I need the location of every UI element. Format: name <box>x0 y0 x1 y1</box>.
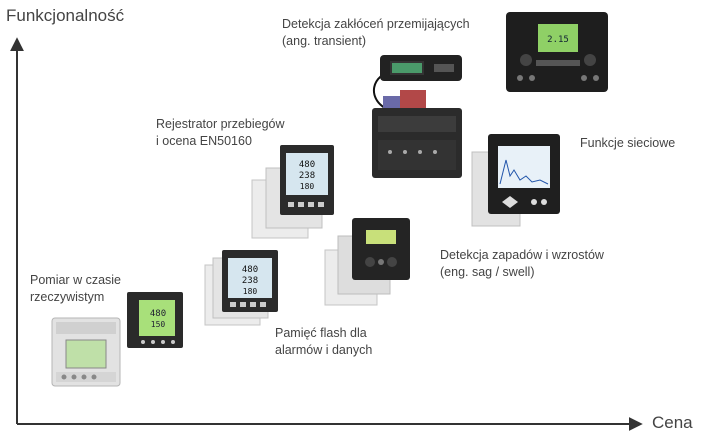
svg-text:150: 150 <box>151 320 166 329</box>
svg-text:238: 238 <box>299 171 315 181</box>
svg-text:180: 180 <box>243 287 258 296</box>
svg-text:2.15: 2.15 <box>547 35 569 45</box>
panel-meter-stack-waveform-icon: 480 238 180 <box>251 145 334 239</box>
y-axis-title: Funkcjonalność <box>6 6 125 25</box>
panel-meter-stack-flash-icon: 480 238 180 <box>204 250 278 326</box>
feature-label-realtime: Pomiar w czasie rzeczywistym <box>30 273 121 304</box>
svg-text:480: 480 <box>299 160 315 170</box>
graphic-display-meter-icon <box>471 134 560 227</box>
panel-meter-small-icon: 480 150 <box>127 292 183 348</box>
svg-text:480: 480 <box>242 265 258 275</box>
feature-label-network: Funkcje sieciowe <box>580 136 676 150</box>
svg-text:180: 180 <box>300 182 315 191</box>
feature-label-transient: Detekcja zakłóceń przemijających (ang. t… <box>282 17 470 48</box>
panel-meter-stack-sagswell-icon <box>324 218 410 306</box>
feature-label-waveform: Rejestrator przebiegów i ocena EN50160 <box>156 117 285 148</box>
feature-label-sagswell: Detekcja zapadów i wzrostów (eng. sag / … <box>440 248 604 279</box>
premium-meter-icon: 2.15 <box>506 12 608 92</box>
x-axis-title: Cena <box>652 413 693 432</box>
svg-text:238: 238 <box>242 276 258 286</box>
modular-meter-with-display-icon <box>372 55 462 178</box>
svg-text:480: 480 <box>150 309 166 319</box>
din-rail-meter-icon <box>51 317 121 387</box>
feature-label-flash: Pamięć flash dla alarmów i danych <box>275 326 373 357</box>
